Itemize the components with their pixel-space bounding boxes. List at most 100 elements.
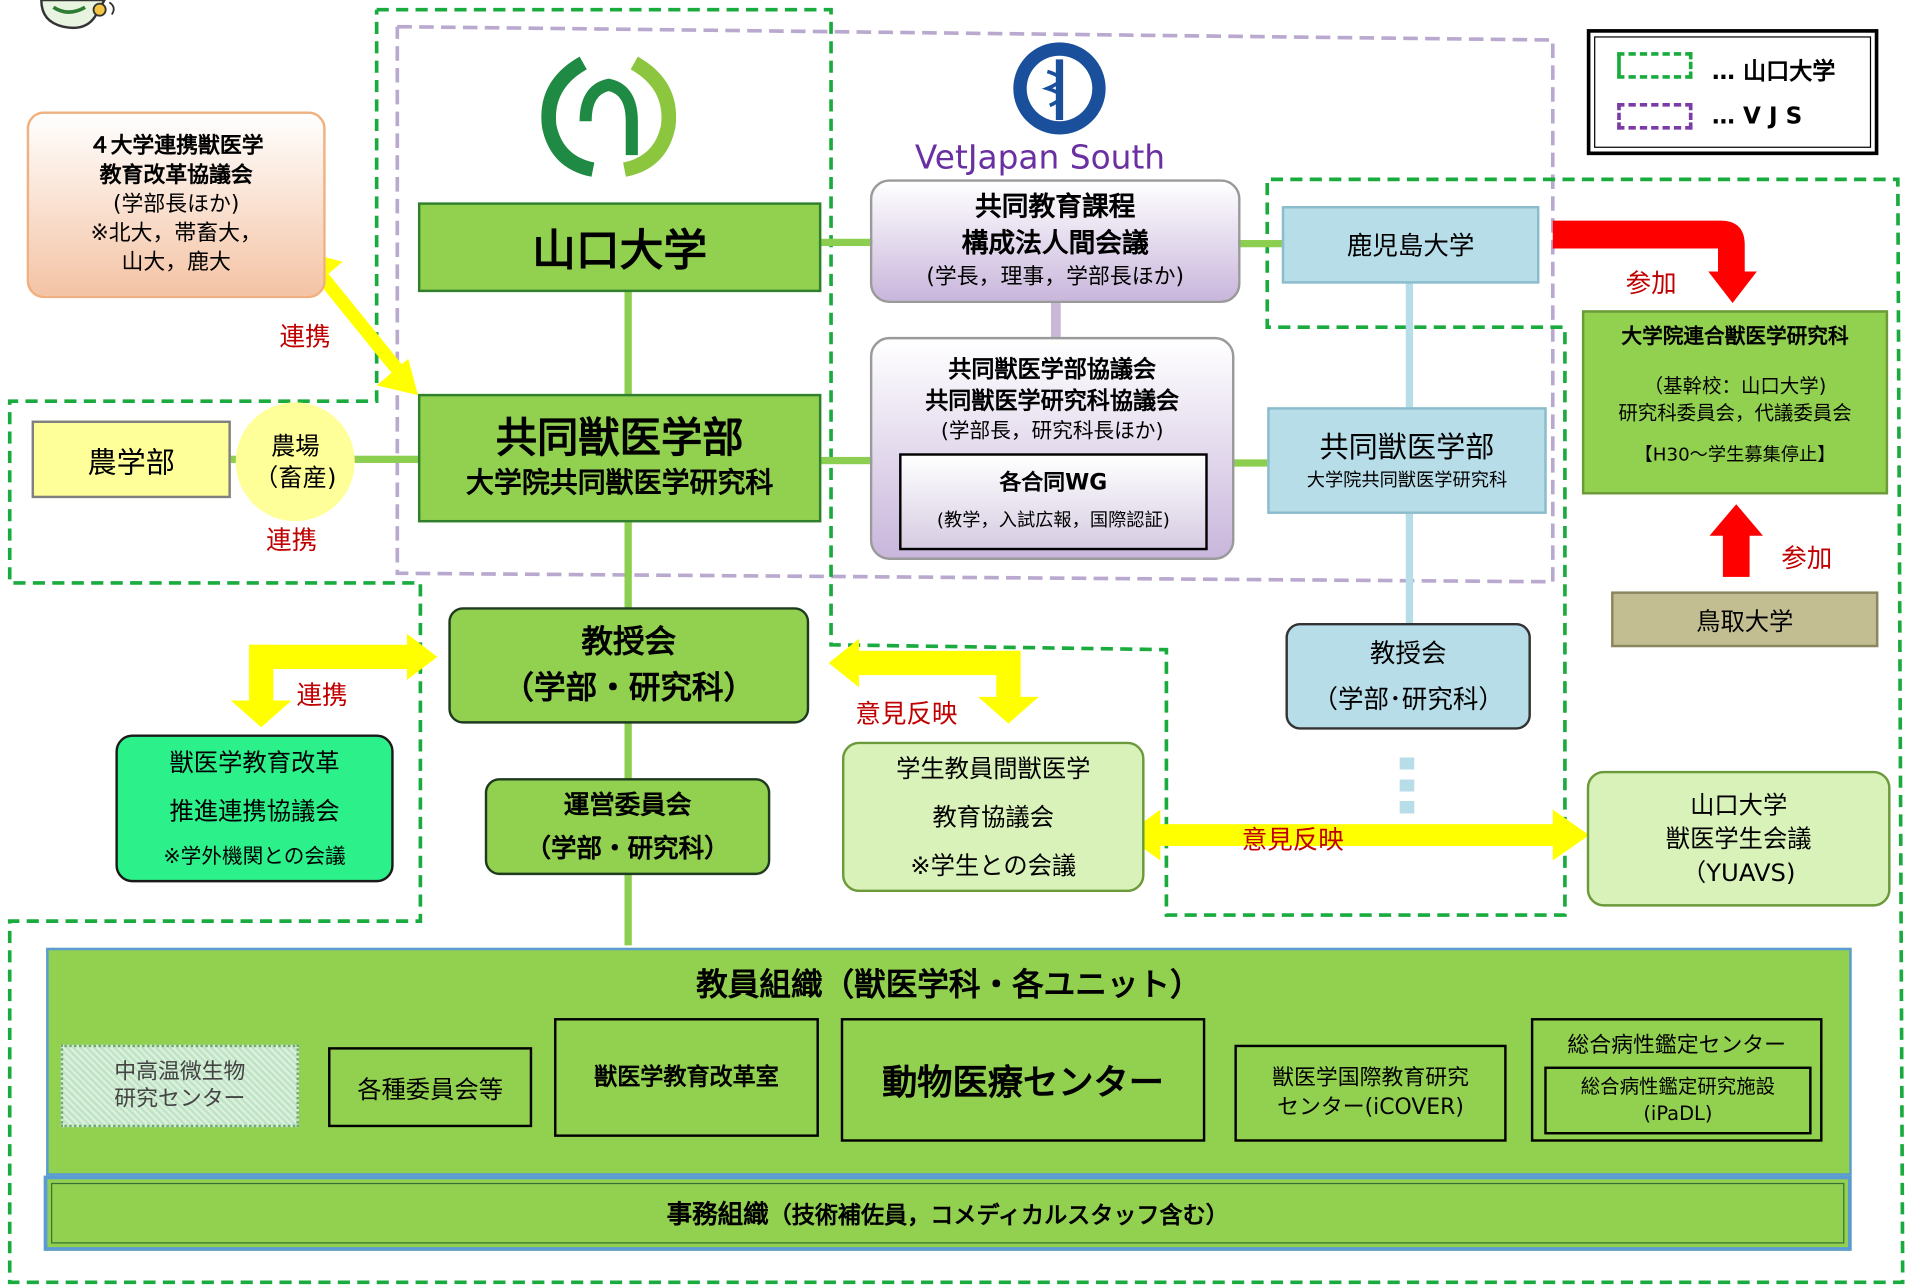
student-council-box: 学生教員間獣医学 教育協議会 ※学生との会議 [841, 741, 1145, 893]
yuavs-line3: （YUAVS) [1681, 858, 1796, 888]
office-org-panel: 事務組織 （技術補佐員，コメディカルスタッフ含む） [43, 1175, 1852, 1251]
dotted-continuation [1399, 757, 1415, 819]
cooperation-label-3: 連携 [296, 681, 348, 711]
kago-faculty-meeting-box: 教授会 （学部･研究科） [1285, 622, 1531, 730]
cooperation-arrow-reform [230, 633, 438, 728]
farm-line2: （畜産) [254, 462, 337, 493]
wg-title: 各合同WG [999, 470, 1108, 496]
farm-circle: 農場 （畜産) [235, 402, 355, 522]
join-arrow-kagoshima [1552, 220, 1757, 303]
four-univ-council-box: ４大学連携獣医学 教育改革協議会 (学部長ほか) ※北大，帯畜大， 山大，鹿大 [26, 111, 326, 299]
grad-school-line3: 【H30～学生募集停止】 [1634, 443, 1836, 466]
opinion-arrow-student-council [828, 638, 1039, 724]
grad-school-box: 大学院連合獣医学研究科 （基幹校：山口大学) 研究科委員会，代議委員会 【H30… [1581, 310, 1889, 495]
kago-faculty-title: 共同獣医学部 [1319, 430, 1495, 465]
yuavs-line2: 獣医学生会議 [1665, 824, 1812, 854]
icover-line2: センター(iCOVER) [1277, 1094, 1464, 1120]
committees-label: 各種委員会等 [357, 1074, 504, 1104]
opinion-arrow-yuavs [1125, 809, 1590, 861]
pathology-center-label: 総合病性鑑定センター [1567, 1032, 1787, 1059]
joint-vet-faculty-subtitle: 大学院共同獣医学研究科 [465, 467, 774, 500]
joint-course-line3: (学長，理事，学部長ほか) [926, 264, 1185, 290]
student-council-line3: ※学生との会議 [910, 850, 1077, 880]
connector-jointcourse-council [1050, 301, 1061, 339]
connector-jointcourse-kagoshima [1236, 239, 1286, 248]
mascot-image [40, 0, 115, 30]
ipadl-line1: 総合病性鑑定研究施設 [1580, 1075, 1776, 1099]
office-org-title: 事務組織 [666, 1199, 769, 1229]
grad-school-title: 大学院連合獣医学研究科 [1621, 324, 1849, 350]
reform-council-line2: 推進連携協議会 [169, 796, 340, 826]
join-label-2: 参加 [1781, 544, 1833, 574]
joint-course-line1: 共同教育課程 [975, 192, 1136, 224]
committees-box: 各種委員会等 [328, 1047, 533, 1128]
grad-school-line1: （基幹校：山口大学) [1643, 374, 1827, 398]
animal-medical-center-label: 動物医療センター [882, 1061, 1164, 1103]
four-univ-line4: ※北大，帯畜大， [90, 220, 262, 247]
legend-yamaguchi-label: … 山口大学 [1711, 58, 1836, 85]
four-univ-line5: 山大，鹿大 [121, 249, 231, 276]
joint-course-council-box: 共同教育課程 構成法人間会議 (学長，理事，学部長ほか) [869, 179, 1241, 303]
joint-course-line2: 構成法人間会議 [961, 229, 1149, 260]
kago-faculty-box: 共同獣医学部 大学院共同獣医学研究科 [1267, 407, 1547, 514]
vjs-name: VetJapan South [914, 139, 1166, 177]
legend-vjs-label: … V J S [1711, 103, 1803, 130]
legend-vjs-swatch [1617, 103, 1693, 130]
four-univ-line3: (学部長ほか) [112, 191, 240, 217]
mgmt-committee-line1: 運営委員会 [563, 790, 692, 820]
connector-yamaguchi-jointcourse [821, 238, 875, 247]
yuavs-line1: 山口大学 [1690, 790, 1788, 820]
office-org-subtitle: （技術補佐員，コメディカルスタッフ含む） [768, 1201, 1229, 1229]
joint-council-line2: 共同獣医学研究科協議会 [925, 387, 1180, 415]
reform-council-line3: ※学外機関との会議 [163, 844, 346, 870]
kagoshima-univ-box: 鹿児島大学 [1281, 206, 1540, 284]
cooperation-label-2: 連携 [266, 526, 318, 556]
joint-council-line3: (学部長，研究科長ほか) [940, 419, 1164, 444]
tottori-univ-label: 鳥取大学 [1696, 606, 1794, 636]
yamaguchi-univ-label: 山口大学 [532, 226, 708, 277]
legend-yamaguchi-swatch [1617, 52, 1693, 79]
agri-faculty-box: 農学部 [31, 420, 231, 499]
agri-faculty-label: 農学部 [87, 445, 175, 480]
four-univ-line1: ４大学連携獣医学 [88, 133, 264, 159]
vjs-region-outline [395, 24, 1555, 584]
microbe-center-box: 中高温微生物 研究センター [60, 1044, 299, 1128]
edu-reform-office-box: 獣医学教育改革室 [554, 1018, 819, 1137]
reform-council-box: 獣医学教育改革 推進連携協議会 ※学外機関との会議 [115, 734, 394, 883]
joint-vet-faculty-title: 共同獣医学部 [495, 414, 744, 463]
joint-vet-faculty-box: 共同獣医学部 大学院共同獣医学研究科 [417, 393, 822, 523]
microbe-line1: 中高温微生物 [114, 1059, 246, 1085]
ipadl-line2: (iPaDL) [1643, 1101, 1713, 1125]
mgmt-committee-box: 運営委員会 （学部・研究科） [484, 778, 771, 876]
opinion-label-1: 意見反映 [855, 699, 958, 729]
four-univ-line2: 教育改革協議会 [99, 162, 253, 188]
animal-medical-center-box: 動物医療センター [840, 1018, 1206, 1142]
faculty-meeting-line1: 教授会 [581, 624, 677, 661]
ipadl-box: 総合病性鑑定研究施設 (iPaDL) [1544, 1066, 1812, 1135]
kagoshima-univ-label: 鹿児島大学 [1346, 231, 1475, 261]
wg-box: 各合同WG (教学，入試広報，国際認証) [899, 453, 1208, 551]
opinion-label-2: 意見反映 [1241, 825, 1344, 855]
faculty-org-panel: 教員組織（獣医学科・各ユニット） 中高温微生物 研究センター 各種委員会等 獣医… [46, 947, 1852, 1176]
faculty-meeting-line2: （学部・研究科） [502, 670, 756, 707]
kago-faculty-meeting-line1: 教授会 [1369, 638, 1447, 668]
microbe-line2: 研究センター [114, 1085, 246, 1112]
grad-school-line2: 研究科委員会，代議委員会 [1618, 401, 1852, 425]
pathology-center-box: 総合病性鑑定センター 総合病性鑑定研究施設 (iPaDL) [1530, 1018, 1823, 1142]
legend: … 山口大学 … V J S [1586, 29, 1879, 156]
connector-faculty-council [821, 456, 875, 465]
connector-council-kagofaculty [1233, 459, 1270, 467]
farm-line1: 農場 [270, 431, 320, 461]
join-label-1: 参加 [1625, 269, 1677, 299]
student-council-line2: 教育協議会 [932, 802, 1055, 832]
faculty-org-title: 教員組織（獣医学科・各ユニット） [696, 967, 1202, 1004]
yuavs-box: 山口大学 獣医学生会議 （YUAVS) [1586, 770, 1891, 907]
icover-line1: 獣医学国際教育研究 [1272, 1065, 1469, 1091]
yamaguchi-region-outline [7, 7, 1905, 1285]
mgmt-committee-line2: （学部・研究科） [525, 833, 730, 863]
join-arrow-tottori [1709, 504, 1763, 577]
wg-subtitle: (教学，入試広報，国際認証) [936, 509, 1170, 531]
